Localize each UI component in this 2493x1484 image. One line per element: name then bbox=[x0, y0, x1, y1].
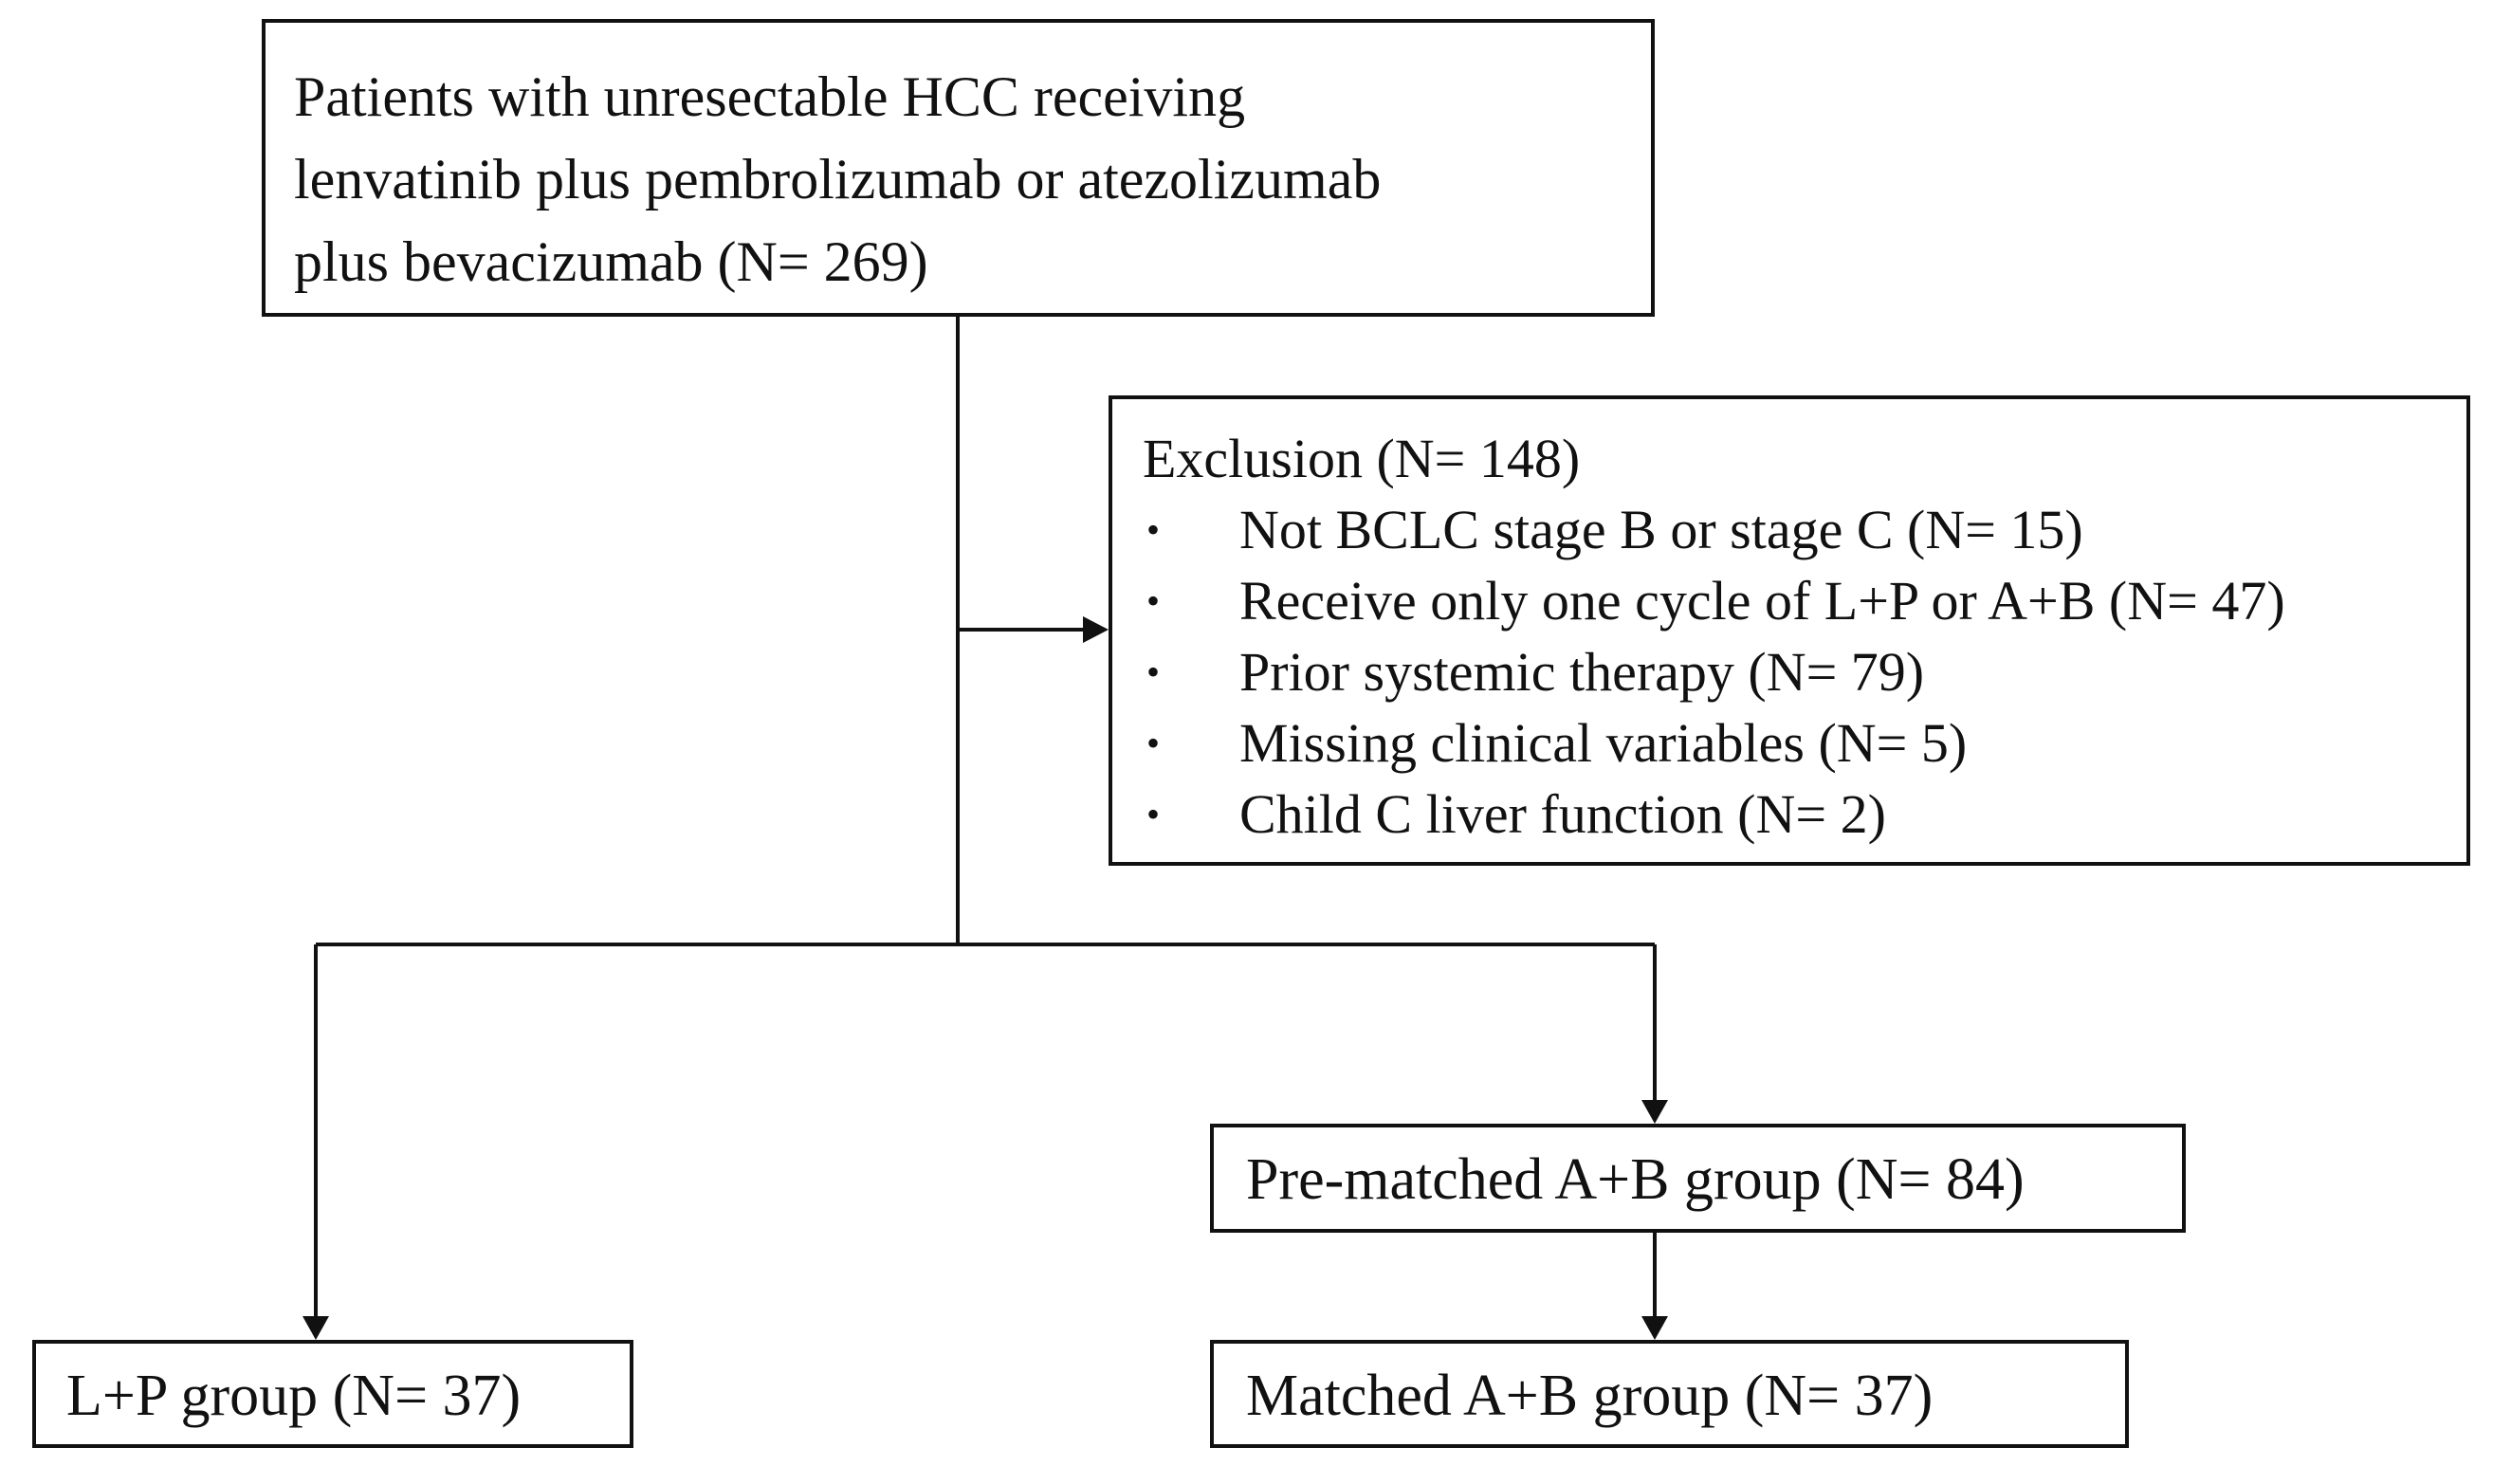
exclusion-box: Exclusion (N= 148) • Not BCLC stage B or… bbox=[1109, 395, 2470, 866]
start-box: Patients with unresectable HCC receiving… bbox=[262, 19, 1655, 317]
lp-group-label: L+P group (N= 37) bbox=[66, 1364, 522, 1428]
exclusion-item-text: Prior systemic therapy (N= 79) bbox=[1239, 641, 1925, 703]
matched-ab-box: Matched A+B group (N= 37) bbox=[1210, 1340, 2129, 1448]
start-box-text: Patients with unresectable HCC receiving… bbox=[294, 56, 1381, 303]
bullet-icon: • bbox=[1146, 722, 1161, 764]
bullet-icon: • bbox=[1146, 793, 1161, 835]
lp-group-box: L+P group (N= 37) bbox=[32, 1340, 633, 1448]
prematched-arrowhead bbox=[1641, 1100, 1668, 1124]
exclusion-item-text: Receive only one cycle of L+P or A+B (N=… bbox=[1239, 570, 2285, 632]
prematched-ab-label: Pre-matched A+B group (N= 84) bbox=[1246, 1147, 2025, 1212]
start-line: plus bevacizumab (N= 269) bbox=[294, 230, 928, 293]
bullet-icon: • bbox=[1146, 508, 1161, 551]
matched-ab-label: Matched A+B group (N= 37) bbox=[1246, 1364, 1934, 1428]
exclusion-item-text: Missing clinical variables (N= 5) bbox=[1239, 712, 1968, 774]
bullet-icon: • bbox=[1146, 579, 1161, 622]
prematched-ab-box: Pre-matched A+B group (N= 84) bbox=[1210, 1124, 2186, 1233]
start-line: lenvatinib plus pembrolizumab or atezoli… bbox=[294, 148, 1382, 211]
exclusion-item-text: Not BCLC stage B or stage C (N= 15) bbox=[1239, 499, 2083, 560]
exclusion-item-text: Child C liver function (N= 2) bbox=[1239, 783, 1886, 845]
exclusion-title: Exclusion (N= 148) bbox=[1143, 428, 1581, 489]
lp-arrowhead bbox=[302, 1316, 329, 1340]
start-line: Patients with unresectable HCC receiving bbox=[294, 65, 1246, 128]
exclusion-arrowhead bbox=[1083, 616, 1109, 643]
matched-arrowhead bbox=[1641, 1316, 1668, 1340]
bullet-icon: • bbox=[1146, 650, 1161, 693]
